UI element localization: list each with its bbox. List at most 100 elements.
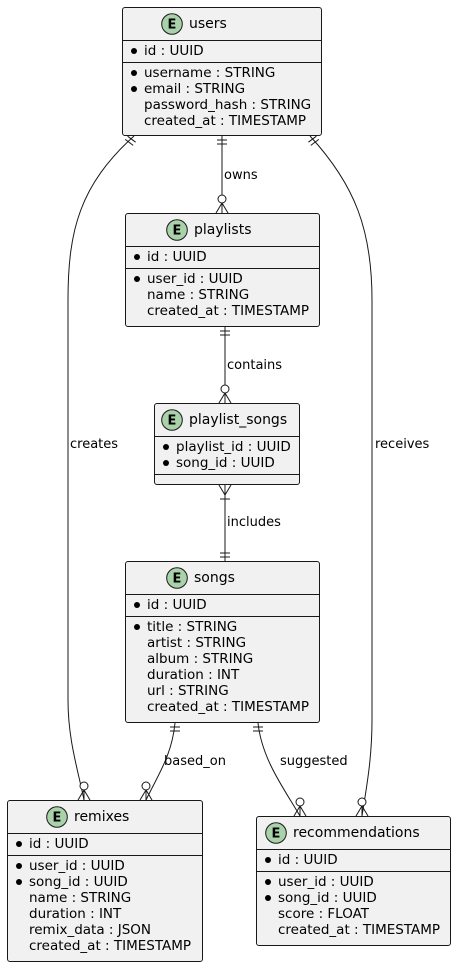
required-dot-icon [163,460,169,466]
attribute-text: url : STRING [147,683,229,699]
attribute-text: email : STRING [144,81,246,97]
entity-icon-letter: E [173,224,182,239]
crows-foot-mark [299,805,307,817]
relationship-label-suggested: suggested [280,754,348,769]
required-dot-icon [265,895,271,901]
required-dot-icon [16,863,22,869]
attribute-row: created_at : TIMESTAMP [257,922,450,938]
attribute-row: created_at : TIMESTAMP [126,303,319,319]
entity-title: remixes [74,809,130,825]
attribute-text: song_id : UUID [176,455,275,471]
attribute-row: playlist_id : UUID [155,439,299,455]
attribute-text: name : STRING [147,287,250,303]
attribute-row: created_at : TIMESTAMP [126,699,319,715]
relationship-line [309,135,373,817]
required-dot-icon [16,841,22,847]
attribute-text: id : UUID [278,852,338,868]
attribute-row: user_id : UUID [8,858,202,874]
entity-title: recommendations [293,825,420,841]
primary-key-section: id : UUID [8,834,202,856]
attribute-text: playlist_id : UUID [176,439,291,455]
crows-foot-mark [77,789,85,801]
crows-foot-mark [355,805,363,817]
primary-key-section: id : UUID [126,595,319,617]
relationship-label-based-on: based_on [164,754,226,769]
attribute-text: created_at : TIMESTAMP [147,303,310,319]
attribute-row: song_id : UUID [8,874,202,890]
entity-icon-letter: E [272,827,281,842]
attribute-row: duration : INT [8,906,202,922]
attribute-text: title : STRING [147,619,238,635]
attribute-text: username : STRING [144,65,276,81]
entity-title: songs [194,570,235,586]
attribute-text: user_id : UUID [147,271,243,287]
required-dot-icon [131,48,137,54]
attribute-row: song_id : UUID [155,455,299,471]
attribute-row: user_id : UUID [257,874,450,890]
entity-title: users [189,16,227,32]
relationship-receives [308,135,373,817]
relationship-contains [218,327,232,404]
cardinality-zero-mark [357,797,367,807]
relationship-creates [67,135,136,801]
required-dot-icon [265,879,271,885]
attribute-row: id : UUID [126,249,319,265]
crows-foot-mark [215,202,223,214]
primary-key-section: id : UUID [257,850,450,872]
relationship-label-contains: contains [227,358,283,373]
attribute-text: song_id : UUID [29,874,128,890]
cardinality-one-mark [127,135,136,143]
required-dot-icon [134,254,140,260]
attribute-row: id : UUID [257,852,450,868]
attribute-row: duration : INT [126,667,319,683]
attribute-text: created_at : TIMESTAMP [29,938,192,954]
relationship-line [257,722,301,817]
attribute-row: created_at : TIMESTAMP [123,113,321,129]
crows-foot-mark [145,789,153,801]
attribute-text: password_hash : STRING [144,97,312,113]
entity-icon: E [161,409,183,431]
crows-foot-mark [83,789,91,801]
attribute-text: id : UUID [29,836,89,852]
entity-icon: E [166,219,188,241]
attribute-row: id : UUID [123,43,321,59]
entity-icon-letter: E [168,18,177,33]
attribute-text: score : FLOAT [278,906,370,922]
primary-key-section: id : UUID [126,247,319,269]
required-dot-icon [134,624,140,630]
cardinality-one-mark [308,135,317,143]
entity-title: playlists [194,222,252,238]
entity-icon-letter: E [53,811,62,826]
attribute-text: created_at : TIMESTAMP [278,922,441,938]
relationship-label-includes: includes [227,515,281,530]
entity-icon-letter: E [173,572,182,587]
entity-icon: E [46,806,68,828]
crows-foot-mark [221,202,229,214]
attribute-text: song_id : UUID [278,890,377,906]
cardinality-zero-mark [295,797,305,807]
cardinality-zero-mark [220,384,230,394]
crows-foot-mark [218,484,226,496]
attribute-row: password_hash : STRING [123,97,321,113]
cardinality-one-mark [124,138,134,146]
cardinality-zero-mark [79,781,89,791]
cardinality-zero-mark [217,194,227,204]
attribute-text: created_at : TIMESTAMP [144,113,307,129]
attribute-text: id : UUID [147,597,207,613]
attribute-row: username : STRING [123,65,321,81]
attribute-row: id : UUID [126,597,319,613]
